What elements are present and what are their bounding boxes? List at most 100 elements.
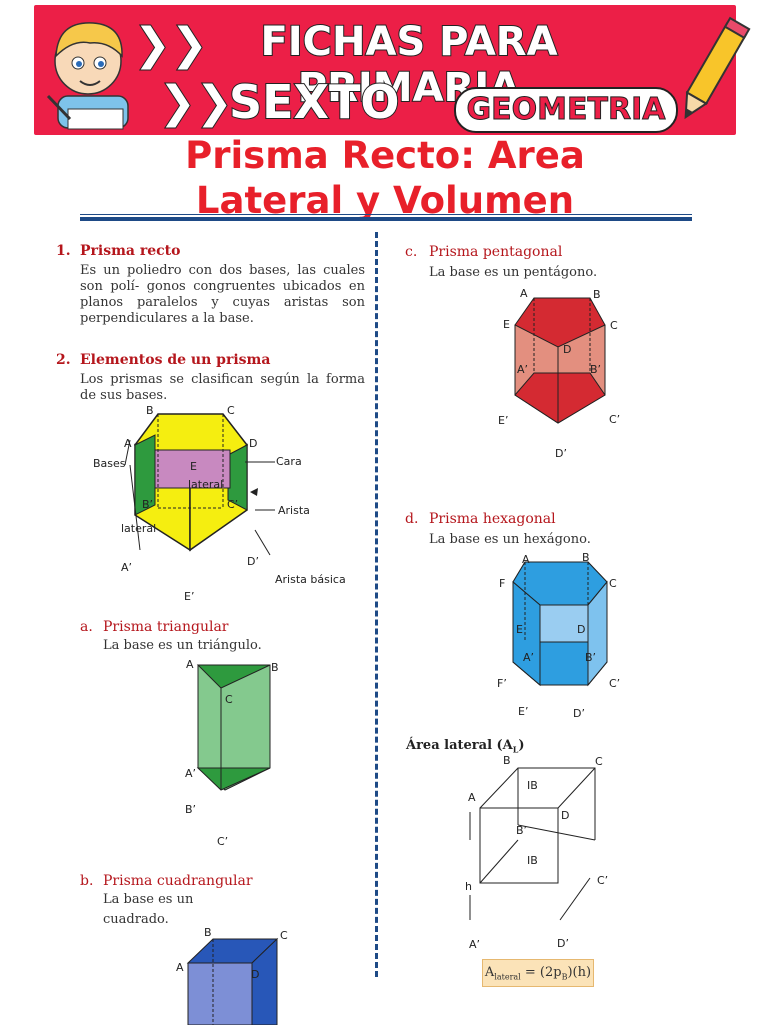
area-heading-close: )	[518, 738, 525, 753]
area-lateral-formula: Alateral = (2pB)(h)	[482, 959, 594, 987]
chevron-glyph: ❯❯	[158, 76, 234, 129]
triangular-text: La base es un triángulo.	[103, 638, 262, 653]
area-heading-sub: L	[512, 744, 519, 755]
page-title: Prisma Recto: Area Lateral y Volumen	[80, 133, 690, 223]
vertex-label: B	[204, 926, 212, 939]
vertex-label: D	[563, 343, 572, 356]
triangular-prism-diagram	[196, 664, 271, 791]
elementos-text: Los prismas se clasifican según la forma…	[80, 372, 365, 403]
vertex-label: C	[280, 929, 288, 942]
vertex-label: C’	[217, 835, 229, 848]
pentagonal-text: La base es un pentágono.	[429, 265, 598, 280]
pentagonal-prism-diagram	[514, 297, 606, 424]
vertex-label: D’	[557, 937, 569, 950]
header-banner: ❯❯ ❯❯ FICHAS PARA PRIMARIA SEXTO GEOMETR…	[34, 5, 751, 135]
heading-prisma-hexagonal: Prisma hexagonal	[429, 511, 556, 527]
column-divider	[375, 232, 378, 977]
vertex-label: C	[595, 755, 603, 768]
subsection-letter: d.	[405, 511, 419, 527]
section-heading-prisma-recto: Prisma recto	[80, 243, 181, 259]
vertex-label: C’	[597, 874, 609, 887]
vertex-label: B	[146, 404, 154, 417]
vertex-label: A’	[185, 767, 197, 780]
vertex-label: A	[124, 437, 132, 450]
cara-label: Cara	[276, 455, 302, 468]
vertex-label: E’	[184, 590, 195, 603]
title-line-1: Prisma Recto: Area	[185, 134, 585, 177]
arista-label: Arista	[278, 504, 310, 517]
formula-mid: = (2p	[520, 965, 562, 980]
formula-end: )(h)	[567, 965, 592, 980]
bases-label: Bases	[93, 457, 126, 470]
vertex-label: A	[522, 553, 530, 566]
section-number: 1.	[56, 243, 71, 259]
subsection-letter: c.	[405, 244, 418, 260]
vertex-label: A’	[469, 938, 481, 951]
vertex-label: C’	[609, 677, 621, 690]
arista-basica-label: Arista básica	[275, 573, 346, 586]
title-underline-thin	[80, 214, 692, 215]
subsection-letter: b.	[80, 873, 94, 889]
vertex-label: E’	[518, 705, 529, 718]
formula-sub-lateral: lateral	[494, 972, 521, 982]
face-label: IB	[527, 779, 538, 792]
vertex-label: C’	[227, 498, 239, 511]
banner-grade: SEXTO	[228, 74, 401, 130]
cuadrangular-prism-diagram	[186, 937, 279, 1025]
vertex-label: B	[271, 661, 279, 674]
vertex-label: C’	[609, 413, 621, 426]
title-underline	[80, 217, 692, 221]
cuadrangular-text-2: cuadrado.	[103, 912, 169, 927]
cuadrangular-text-1: La base es un	[103, 892, 194, 907]
vertex-label: A’	[121, 561, 133, 574]
vertex-label: E	[190, 460, 197, 473]
vertex-label: D’	[555, 447, 567, 460]
banner-subject-pill: GEOMETRIA	[454, 87, 678, 133]
vertex-label: F	[499, 577, 506, 590]
vertex-label: C	[609, 577, 617, 590]
heading-prisma-triangular: Prisma triangular	[103, 619, 229, 635]
vertex-label: E’	[498, 414, 509, 427]
student-illustration	[46, 22, 129, 130]
area-lateral-diagram	[469, 767, 596, 921]
cara-lateral-label: lateral	[188, 478, 224, 491]
vertex-label: B	[503, 754, 511, 767]
vertex-label: B’	[585, 651, 597, 664]
vertex-label: B	[593, 288, 601, 301]
prism-elements-diagram	[124, 413, 275, 556]
area-heading-text: Área lateral (A	[406, 738, 513, 753]
hexagonal-prism-diagram	[512, 561, 608, 687]
height-label: h	[465, 880, 472, 893]
vertex-label: F’	[497, 677, 507, 690]
vertex-label: A	[186, 658, 194, 671]
vertex-label: A	[176, 961, 184, 974]
vertex-label: D	[561, 809, 570, 822]
formula-a: A	[484, 965, 495, 980]
vertex-label: C	[225, 693, 233, 706]
heading-prisma-pentagonal: Prisma pentagonal	[429, 244, 563, 260]
vertex-label: B’	[185, 803, 197, 816]
vertex-label: A’	[517, 363, 529, 376]
subsection-letter: a.	[80, 619, 93, 635]
vertex-label: B	[582, 551, 590, 564]
vertex-label: B’	[590, 363, 602, 376]
chevron-glyph: ❯❯	[133, 18, 209, 71]
hexagonal-text: La base es un hexágono.	[429, 532, 591, 547]
vertex-label: D’	[573, 707, 585, 720]
prisma-recto-definition: Es un poliedro con dos bases, las cuales…	[80, 263, 365, 326]
vertex-label: D	[577, 623, 586, 636]
vertex-label: A	[520, 287, 528, 300]
area-lateral-heading: Área lateral (AL)	[406, 738, 525, 755]
vertex-label: D’	[247, 555, 259, 568]
vertex-label: E	[516, 623, 523, 636]
section-heading-elementos: Elementos de un prisma	[80, 352, 271, 368]
vertex-label: C	[610, 319, 618, 332]
vertex-label: B’	[516, 824, 528, 837]
arista-lateral-label: lateral	[121, 522, 157, 535]
vertex-label: D	[251, 968, 260, 981]
banner-subject: GEOMETRIA	[466, 92, 666, 128]
vertex-label: E	[503, 318, 510, 331]
face-label: IB	[527, 854, 538, 867]
vertex-label: A	[468, 791, 476, 804]
vertex-label: C	[227, 404, 235, 417]
